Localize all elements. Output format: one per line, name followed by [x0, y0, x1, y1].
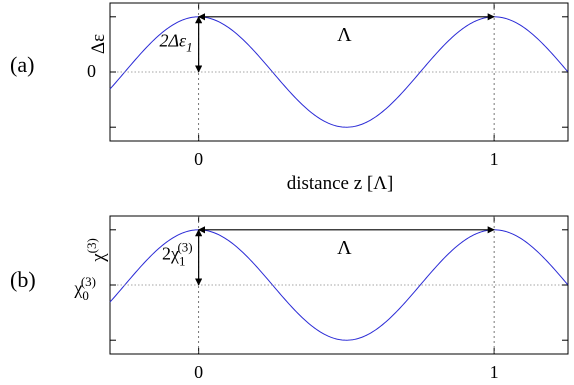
- panel-label-a: (a): [10, 52, 34, 77]
- amplitude-label-a: 2Δε1: [159, 30, 192, 54]
- y-axis-label-b: χ(3): [84, 238, 109, 263]
- x-tick-label-a-1: 1: [490, 149, 499, 169]
- panel-label-b: (b): [10, 267, 36, 292]
- panel-a: (a) Δε 0 Λ 2Δε1 0 1 distance z [Λ]: [10, 2, 569, 194]
- tick-marks-b: [110, 216, 568, 354]
- amplitude-label-b: 2χ1(3): [162, 239, 193, 268]
- x-axis-label-a: distance z [Λ]: [287, 173, 394, 194]
- tick-marks-a: [110, 3, 568, 141]
- x-tick-label-b-0: 0: [194, 362, 203, 382]
- y-tick-label-a-0: 0: [87, 61, 96, 81]
- period-label-a: Λ: [337, 24, 352, 46]
- period-label-b: Λ: [337, 237, 352, 259]
- panel-b: (b) χ(3) χ0(3) Λ 2χ1(3) 0 1: [10, 215, 569, 382]
- x-tick-label-b-1: 1: [490, 362, 499, 382]
- x-tick-label-a-0: 0: [194, 149, 203, 169]
- y-tick-label-b-0: χ0(3): [73, 274, 96, 303]
- y-axis-label-a: Δε: [88, 34, 109, 54]
